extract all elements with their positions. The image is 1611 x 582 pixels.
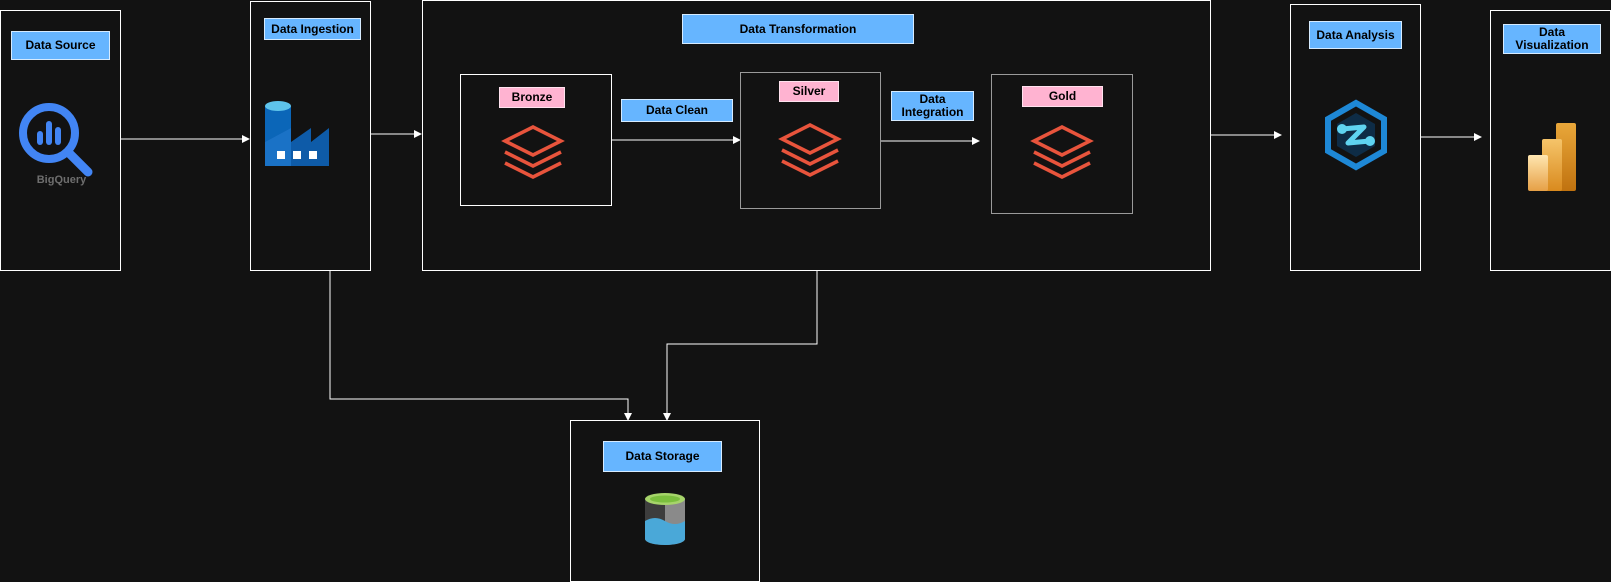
gold-layer: Gold — [991, 74, 1133, 214]
data-transformation-label: Data Transformation — [682, 14, 914, 44]
data-ingestion-stage: Data Ingestion — [250, 1, 371, 271]
data-visualization-stage: Data Visualization — [1490, 10, 1611, 271]
bigquery-icon — [19, 103, 93, 177]
data-storage-label: Data Storage — [603, 441, 722, 472]
databricks-bronze-icon — [501, 125, 565, 179]
bronze-label: Bronze — [499, 87, 565, 108]
silver-layer: Silver — [740, 72, 881, 209]
databricks-gold-icon — [1030, 125, 1094, 179]
data-visualization-label: Data Visualization — [1503, 24, 1601, 54]
arrow-transformation-to-storage — [663, 270, 818, 421]
data-storage-stage: Data Storage — [570, 420, 760, 582]
arrow-ingestion-to-storage — [329, 270, 632, 421]
bigquery-caption: BigQuery — [36, 174, 87, 186]
data-analysis-label: Data Analysis — [1309, 21, 1402, 49]
silver-label: Silver — [779, 81, 839, 102]
data-ingestion-label: Data Ingestion — [264, 18, 361, 40]
data-source-stage: Data Source BigQuery — [0, 10, 121, 271]
data-analysis-stage: Data Analysis — [1290, 4, 1421, 271]
databricks-silver-icon — [778, 123, 842, 177]
data-lake-storage-icon — [645, 493, 685, 545]
data-integration-edge-label: Data Integration — [891, 91, 974, 121]
data-clean-edge-label: Data Clean — [621, 99, 733, 122]
synapse-icon — [1325, 99, 1387, 171]
power-bi-icon — [1528, 123, 1576, 191]
gold-label: Gold — [1022, 86, 1103, 107]
bronze-layer: Bronze — [460, 74, 612, 206]
data-source-label: Data Source — [11, 31, 110, 60]
data-factory-icon — [265, 101, 329, 166]
data-transformation-stage: Data Transformation Data Clean Data Inte… — [422, 0, 1211, 271]
